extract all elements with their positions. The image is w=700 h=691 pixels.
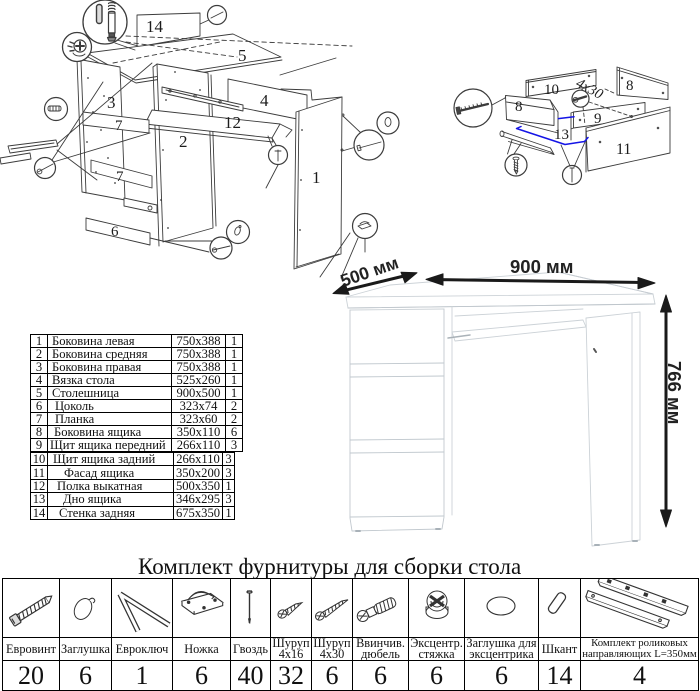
svg-text:8: 8 <box>626 78 634 94</box>
svg-text:4: 4 <box>260 91 269 110</box>
svg-text:13: 13 <box>554 127 569 143</box>
svg-text:766 мм: 766 мм <box>664 361 685 424</box>
svg-text:2: 2 <box>179 132 188 151</box>
svg-text:1: 1 <box>312 168 321 187</box>
svg-text:900 мм: 900 мм <box>510 256 573 277</box>
svg-text:7: 7 <box>115 118 123 134</box>
svg-text:7: 7 <box>116 169 124 185</box>
svg-text:3: 3 <box>107 93 116 112</box>
svg-text:8: 8 <box>515 99 523 115</box>
svg-text:14: 14 <box>146 17 164 36</box>
svg-text:12: 12 <box>224 113 241 132</box>
svg-text:5: 5 <box>238 46 247 65</box>
svg-text:6: 6 <box>111 224 119 240</box>
svg-text:10: 10 <box>544 82 559 98</box>
svg-text:9: 9 <box>594 111 602 127</box>
svg-text:11: 11 <box>616 141 631 158</box>
